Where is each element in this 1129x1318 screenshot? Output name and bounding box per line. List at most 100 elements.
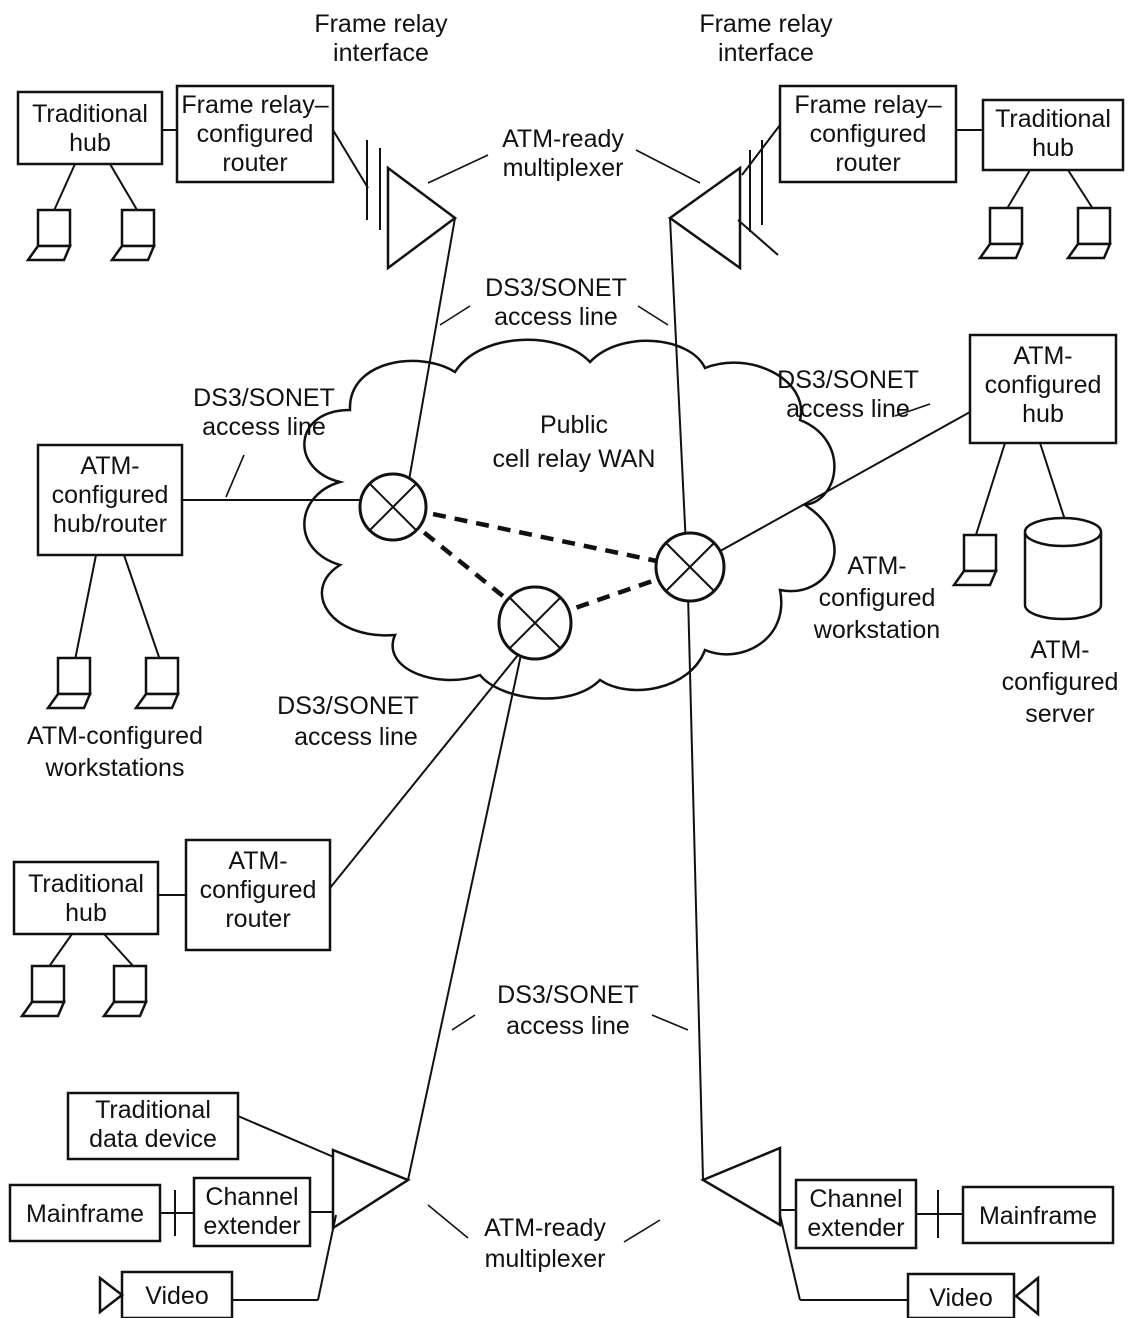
channel-extender-right-line1: Channel (809, 1185, 902, 1213)
svg-text:Public: Public (540, 411, 608, 439)
atm-server-icon (1023, 516, 1103, 621)
ds3-top-label-line2: access line (494, 303, 618, 331)
svg-text:ATM-ready: ATM-ready (502, 125, 624, 153)
traditional-hub-middle-left-line2: hub (65, 899, 107, 927)
svg-text:access line: access line (202, 413, 326, 441)
ds3-bottom-label-line1: DS3/SONET (497, 981, 639, 1009)
mainframe-right-label: Mainframe (979, 1202, 1097, 1230)
atm-workstation-label-line3: workstation (813, 616, 940, 644)
atm-ready-multiplexer-top-right (667, 165, 742, 271)
atm-router-line2: configured (200, 876, 317, 904)
workstation-icon (25, 208, 72, 262)
svg-text:configured: configured (819, 584, 936, 612)
traditional-data-device (66, 1091, 240, 1161)
atm-hub-router (36, 443, 184, 557)
traditional-hub-top-right (981, 98, 1125, 172)
atm-workstations-label-line2: workstations (45, 754, 185, 782)
access-line-atm-router (329, 649, 523, 889)
svg-text:workstation: workstation (813, 616, 940, 644)
traditional-hub-top-right-line1: Traditional (995, 105, 1111, 133)
wan-cloud (303, 338, 836, 700)
atm-hub-router-line2: configured (52, 481, 169, 509)
ds3-right-label-line1: DS3/SONET (777, 366, 919, 394)
video-left-label: Video (145, 1282, 209, 1310)
access-line-top-right (669, 217, 687, 547)
svg-text:extender: extender (203, 1212, 300, 1240)
atm-ready-multiplexer-top-left (386, 165, 458, 271)
svg-text:hub: hub (1022, 400, 1064, 428)
traditional-hub-middle-left-line1: Traditional (28, 870, 144, 898)
atm-hub-router-line3: hub/router (53, 510, 167, 538)
access-line-bottom-left (407, 649, 523, 1181)
svg-text:ATM-configured: ATM-configured (27, 722, 203, 750)
frame-relay-router-right-line2: configured (810, 120, 927, 148)
svg-text:ATM-ready: ATM-ready (484, 1214, 606, 1242)
atm-server-label-line3: server (1025, 700, 1094, 728)
svg-text:multiplexer: multiplexer (503, 154, 624, 182)
video-right (906, 1272, 1016, 1318)
access-line-right (712, 411, 971, 556)
svg-text:access line: access line (294, 723, 418, 751)
atm-switch-left (358, 472, 428, 542)
traditional-data-device-line2: data device (89, 1125, 217, 1153)
frame-relay-interface-right-line1: Frame relay (699, 10, 833, 38)
mainframe-left-label: Mainframe (26, 1200, 144, 1228)
svg-text:configured: configured (1002, 668, 1119, 696)
atm-hub (968, 333, 1118, 445)
mainframe-right (961, 1185, 1115, 1245)
svg-text:Traditional: Traditional (995, 105, 1111, 133)
atm-hub-line2: configured (985, 371, 1102, 399)
frame-relay-router-left (175, 84, 335, 184)
frame-relay-router-left-line1: Frame relay– (181, 91, 328, 119)
svg-text:hub: hub (65, 899, 107, 927)
mainframe-left (8, 1183, 162, 1243)
svg-text:DS3/SONET: DS3/SONET (777, 366, 919, 394)
ds3-right-label-line2: access line (786, 395, 910, 423)
svg-text:configured: configured (200, 876, 317, 904)
cloud-label-line1: Public (540, 411, 608, 439)
svg-text:Frame relay–: Frame relay– (794, 91, 941, 119)
svg-text:configured: configured (197, 120, 314, 148)
mux-bottom-label-line1: ATM-ready (484, 1214, 606, 1242)
workstation-icon (1065, 206, 1112, 260)
traditional-hub-top-left-line2: hub (69, 129, 111, 157)
traditional-hub-middle-left (12, 860, 160, 936)
workstation-icon (19, 964, 66, 1018)
video-right-label: Video (929, 1284, 993, 1312)
traditional-hub-top-left-line1: Traditional (32, 100, 148, 128)
mux-top-label-line1: ATM-ready (502, 125, 624, 153)
svg-text:Channel: Channel (809, 1185, 902, 1213)
atm-hub-router-line1: ATM- (80, 452, 139, 480)
channel-extender-left (192, 1176, 312, 1248)
svg-text:ATM-: ATM- (80, 452, 139, 480)
svg-text:Traditional: Traditional (32, 100, 148, 128)
svg-text:hub/router: hub/router (53, 510, 167, 538)
svg-text:access line: access line (786, 395, 910, 423)
svg-text:Mainframe: Mainframe (979, 1202, 1097, 1230)
svg-text:configured: configured (52, 481, 169, 509)
svg-text:ATM-: ATM- (1013, 342, 1072, 370)
atm-router-line1: ATM- (228, 847, 287, 875)
video-camera-right-icon (1014, 1275, 1040, 1317)
svg-text:Frame relay: Frame relay (699, 10, 833, 38)
svg-text:hub: hub (1032, 134, 1074, 162)
channel-extender-right (794, 1178, 918, 1250)
frame-relay-router-right-line3: router (835, 149, 900, 177)
atm-hub-line1: ATM- (1013, 342, 1072, 370)
workstation-icon (133, 656, 180, 710)
trunk-line-b (389, 502, 691, 571)
svg-text:interface: interface (333, 39, 429, 67)
traditional-hub-top-right-line2: hub (1032, 134, 1074, 162)
atm-hub-line3: hub (1022, 400, 1064, 428)
ds3-left-label-line2: access line (202, 413, 326, 441)
svg-text:ATM-: ATM- (1030, 636, 1089, 664)
traditional-data-device-line1: Traditional (95, 1096, 211, 1124)
access-line-bottom-right (687, 593, 704, 1181)
frame-relay-interface-right-line2: interface (718, 39, 814, 67)
svg-text:hub: hub (69, 129, 111, 157)
ds3-mid-label-line2: access line (294, 723, 418, 751)
workstation-icon (977, 206, 1024, 260)
video-camera-left-icon (98, 1275, 125, 1315)
svg-text:multiplexer: multiplexer (485, 1245, 606, 1273)
